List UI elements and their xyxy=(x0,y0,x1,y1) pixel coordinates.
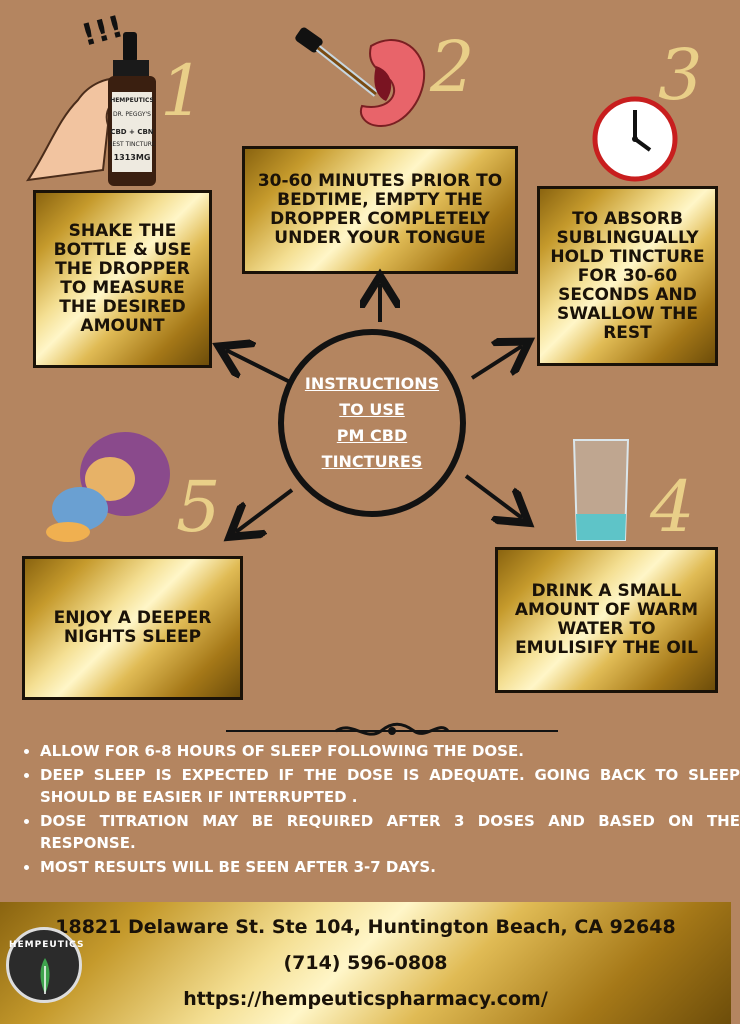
center-title: Instructions to use PM CBD Tinctures xyxy=(305,371,439,475)
logo-text: HEMPEUTICS xyxy=(9,940,85,950)
step-3-number: 3 xyxy=(658,34,703,116)
step-5-text: Enjoy a deeper nights sleep xyxy=(53,608,212,647)
note-item: Deep sleep is expected if the dose is ad… xyxy=(40,764,740,808)
note-item: Most results will be seen after 3-7 days… xyxy=(40,856,740,878)
bottle-brand: HEMPEUTICS xyxy=(110,97,154,104)
footer-url[interactable]: https://hempeuticspharmacy.com/ xyxy=(183,988,548,1010)
clock-icon xyxy=(592,96,678,182)
hempeutics-logo: HEMPEUTICS xyxy=(6,927,85,1003)
step-1-number: 1 xyxy=(160,50,205,132)
footer: 18821 Delaware St. Ste 104, Huntington B… xyxy=(0,902,731,1024)
step-3-box: To absorb sublingually hold tincture for… xyxy=(537,186,718,366)
step-2-text: 30-60 minutes prior to bedtime, empty th… xyxy=(257,171,503,248)
note-item: Allow for 6-8 hours of sleep following t… xyxy=(40,740,740,762)
step-2-box: 30-60 minutes prior to bedtime, empty th… xyxy=(242,146,518,274)
step-5-number: 5 xyxy=(176,466,221,548)
notes-list: Allow for 6-8 hours of sleep following t… xyxy=(18,740,740,880)
center-circle: Instructions to use PM CBD Tinctures xyxy=(278,329,466,517)
center-line-3: PM CBD xyxy=(336,426,408,445)
step-1-text: Shake the bottle & use the dropper to me… xyxy=(53,221,192,336)
arrow-to-step-4 xyxy=(464,474,522,518)
step-4-number: 4 xyxy=(650,466,695,548)
footer-address: 18821 Delaware St. Ste 104, Huntington B… xyxy=(55,916,676,938)
arrow-to-step-3 xyxy=(470,346,522,380)
hand-bottle-illustration: HEMPEUTICS DR. PEGGY'S CBD + CBN REST TI… xyxy=(25,32,156,186)
step-1-box: Shake the bottle & use the dropper to me… xyxy=(33,190,212,368)
mouth-dropper-illustration xyxy=(295,27,426,128)
ornamental-divider xyxy=(226,722,558,736)
step-2-number: 2 xyxy=(430,26,475,108)
note-item: Dose titration may be required after 3 d… xyxy=(40,810,740,854)
arrow-to-step-1 xyxy=(226,350,291,384)
step-5-box: Enjoy a deeper nights sleep xyxy=(22,556,243,700)
step-4-text: Drink a small amount of warm water to em… xyxy=(514,581,699,658)
arrow-to-step-5 xyxy=(236,488,294,532)
footer-phone: (714) 596-0808 xyxy=(283,952,448,974)
bottle-name: DR. PEGGY'S xyxy=(113,111,151,118)
center-line-2: to use xyxy=(339,400,405,419)
leaf-icon xyxy=(40,958,50,994)
center-line-1: Instructions xyxy=(304,374,440,393)
step-4-box: Drink a small amount of warm water to em… xyxy=(495,547,718,693)
bottle-strength: 1313MG xyxy=(114,153,151,162)
step-3-text: To absorb sublingually hold tincture for… xyxy=(550,208,705,343)
bottle-type: REST TINCTURE xyxy=(108,141,156,148)
center-line-4: Tinctures xyxy=(321,452,423,471)
bottle-product: CBD + CBN xyxy=(110,128,153,136)
water-glass-icon xyxy=(572,439,630,541)
sleeping-person-illustration xyxy=(46,432,170,542)
